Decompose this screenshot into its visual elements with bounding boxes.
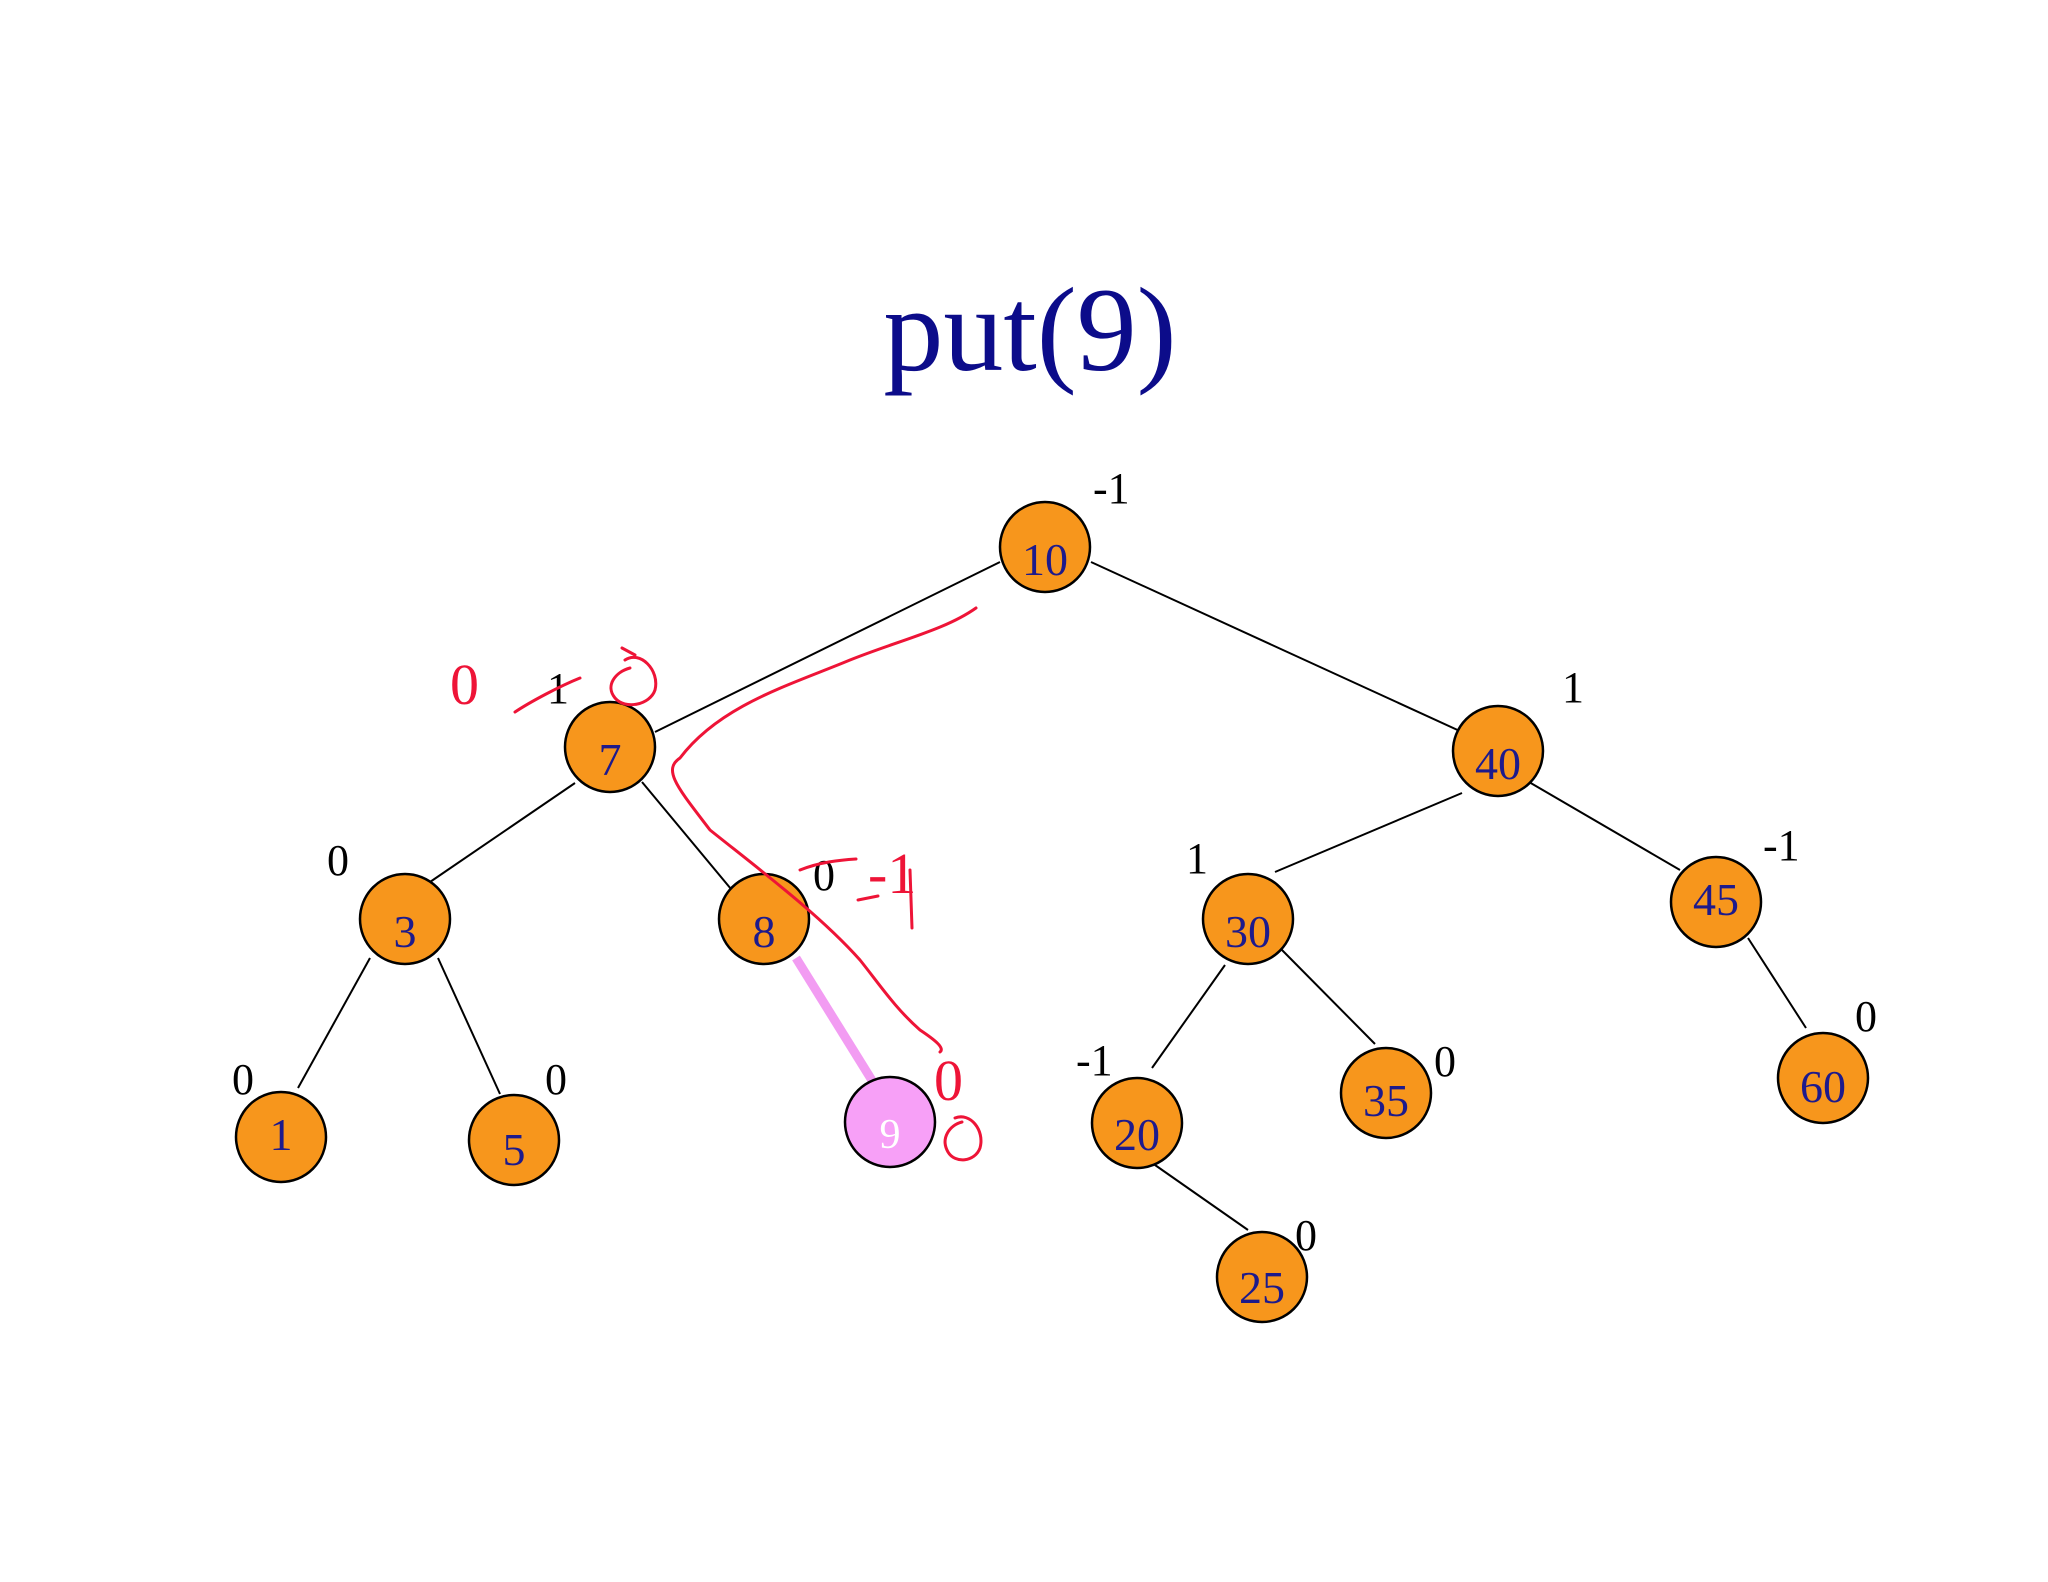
node-30-label: 30 — [1225, 906, 1271, 957]
strike-bf-node-8 — [798, 857, 858, 872]
node-45: 45 — [1669, 855, 1763, 949]
strike-bf-node-7 — [513, 676, 582, 714]
balance-factors: -1 1 1 0 0 1 -1 0 0 -1 0 0 0 — [232, 464, 1877, 1260]
bf-node-30: 1 — [1186, 834, 1208, 883]
edge-30-35 — [1279, 947, 1376, 1045]
bf-node-3: 0 — [327, 836, 349, 885]
edge-45-60 — [1747, 937, 1807, 1029]
edge-30-20 — [1151, 964, 1226, 1069]
edge-10-7 — [654, 561, 1001, 733]
node-20: 20 — [1090, 1076, 1184, 1170]
node-20-label: 20 — [1114, 1109, 1160, 1160]
node-25: 25 — [1215, 1230, 1309, 1324]
insertion-path-stroke — [671, 606, 978, 1054]
circled-zero-node-9 — [943, 1115, 983, 1162]
ink-bf-node-8: -1 — [868, 841, 916, 906]
node-9: 9 — [843, 1075, 937, 1169]
node-8-label: 8 — [753, 906, 776, 957]
node-9-label: 9 — [880, 1112, 901, 1158]
node-5-label: 5 — [503, 1124, 526, 1175]
bf-node-35: 0 — [1434, 1037, 1456, 1086]
slide-title: put(9) — [883, 263, 1176, 396]
node-5: 5 — [467, 1093, 561, 1187]
node-35-label: 35 — [1363, 1075, 1409, 1126]
circled-zero-node-7 — [609, 646, 658, 707]
node-60: 60 — [1776, 1031, 1870, 1125]
edge-8-9 — [792, 955, 877, 1085]
node-40-label: 40 — [1475, 738, 1521, 789]
node-30: 30 — [1201, 872, 1295, 966]
edge-7-3 — [429, 782, 576, 883]
bf-node-5: 0 — [545, 1055, 567, 1104]
node-3-label: 3 — [394, 906, 417, 957]
bf-node-1: 0 — [232, 1055, 254, 1104]
node-10: 10 — [998, 500, 1092, 594]
ink-bf-node-9: 0 — [934, 1048, 963, 1113]
edge-10-40 — [1090, 561, 1476, 739]
tree-edges — [297, 561, 1807, 1231]
edge-40-45 — [1528, 781, 1681, 871]
node-7-label: 7 — [599, 734, 622, 785]
node-10-label: 10 — [1022, 534, 1068, 585]
node-60-label: 60 — [1800, 1061, 1846, 1112]
node-40: 40 — [1451, 704, 1545, 798]
bf-node-10: -1 — [1093, 464, 1130, 513]
tick-bf-node-8 — [856, 868, 914, 930]
bf-node-40: 1 — [1562, 663, 1584, 712]
node-3: 3 — [358, 872, 452, 966]
node-25-label: 25 — [1239, 1262, 1285, 1313]
edge-7-8 — [641, 781, 737, 896]
edge-20-25 — [1154, 1164, 1249, 1231]
node-7: 7 — [563, 700, 657, 794]
bf-node-60: 0 — [1855, 992, 1877, 1041]
bf-node-45: -1 — [1763, 821, 1800, 870]
node-1-label: 1 — [270, 1109, 293, 1160]
bf-node-20: -1 — [1076, 1036, 1113, 1085]
edge-3-1 — [297, 957, 371, 1089]
edge-40-30 — [1274, 792, 1463, 873]
node-8: 8 — [717, 872, 811, 966]
node-1: 1 — [234, 1090, 328, 1184]
bf-node-8: 0 — [813, 851, 835, 900]
ink-bf-node-7: 0 — [450, 652, 479, 717]
handwritten-annotations: 0 -1 0 — [450, 606, 983, 1162]
tree-nodes: 10 7 40 3 8 30 45 1 — [234, 500, 1870, 1324]
edge-3-5 — [437, 957, 501, 1095]
node-45-label: 45 — [1693, 874, 1739, 925]
bf-node-25: 0 — [1295, 1211, 1317, 1260]
node-35: 35 — [1339, 1046, 1433, 1140]
